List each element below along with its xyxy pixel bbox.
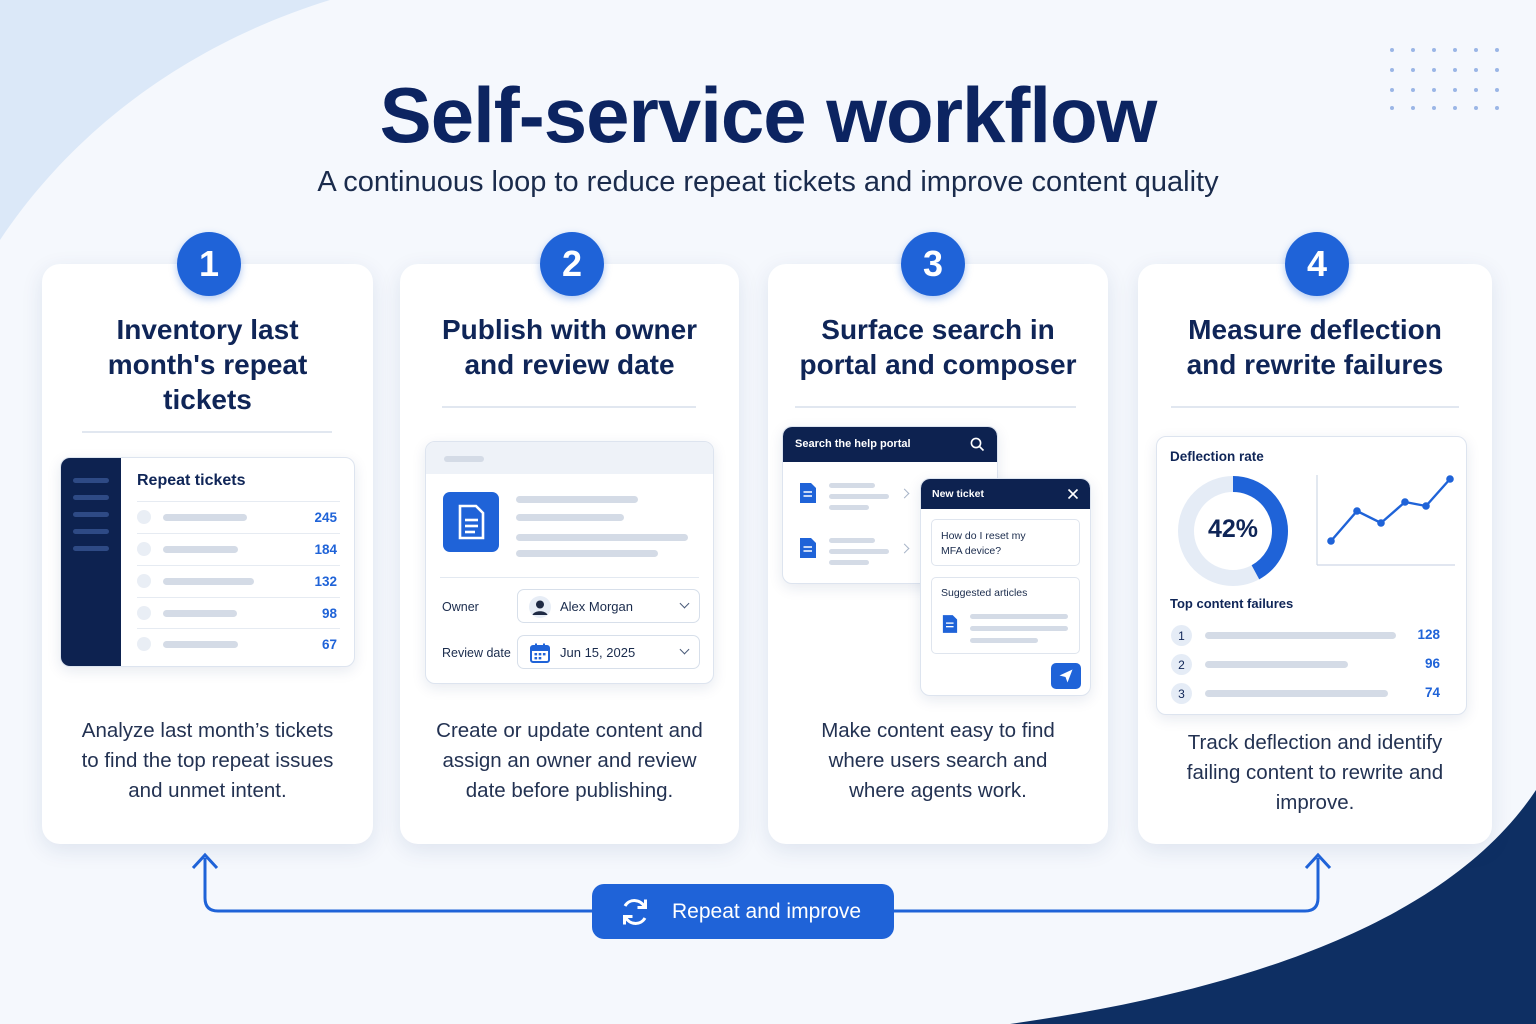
panel-sidebar	[61, 458, 121, 666]
deflection-rate-value: 42%	[1207, 515, 1259, 543]
review-date-label: Review date	[442, 646, 511, 660]
new-ticket-title: New ticket	[932, 488, 984, 500]
repeat-tickets-panel: Repeat tickets 245 184 132 98 67	[60, 457, 355, 667]
document-icon	[942, 615, 958, 633]
step-2-description: Create or update content and assign an o…	[436, 719, 703, 802]
owner-label: Owner	[442, 600, 479, 614]
step-1-divider	[82, 431, 332, 433]
ticket-count-1: 245	[314, 510, 337, 525]
repeat-and-improve-button[interactable]: Repeat and improve	[592, 884, 894, 939]
step-1-title: Inventory last month's repeat tickets	[107, 314, 308, 415]
ticket-question: How do I reset my MFA device?	[941, 530, 1026, 557]
step-1-description: Analyze last month’s tickets to find the…	[81, 719, 334, 802]
search-placeholder: Search the help portal	[795, 438, 911, 450]
step-3-title: Surface search in portal and composer	[799, 314, 1077, 380]
step-4-divider	[1171, 406, 1459, 408]
step-2-title: Publish with owner and review date	[441, 314, 698, 380]
chevron-down-icon	[679, 598, 690, 609]
step-2-divider	[442, 406, 696, 408]
page-subtitle: A continuous loop to reduce repeat ticke…	[317, 166, 1219, 198]
chevron-down-icon	[679, 644, 690, 655]
document-icon	[800, 483, 816, 503]
user-avatar-icon	[529, 596, 551, 618]
review-date-value: Jun 15, 2025	[560, 645, 636, 660]
chevron-right-icon	[899, 488, 910, 499]
suggested-articles-label: Suggested articles	[941, 587, 1028, 599]
ticket-count-2: 184	[314, 542, 337, 557]
suggested-articles-box: Suggested articles	[931, 577, 1080, 654]
send-button[interactable]	[1051, 663, 1081, 689]
failure-count-3: 74	[1424, 685, 1440, 700]
ticket-count-5: 67	[321, 637, 337, 652]
ticket-count-3: 132	[314, 574, 337, 589]
page-title: Self-service workflow	[379, 71, 1158, 159]
dot-grid-decoration	[1390, 48, 1499, 110]
publish-form-panel: Owner Alex Morgan Review date Jun 15, 20…	[425, 441, 714, 684]
review-date-select[interactable]: Jun 15, 2025	[517, 635, 700, 669]
document-icon	[800, 538, 816, 558]
deflection-donut-chart	[1178, 476, 1288, 586]
owner-select[interactable]: Alex Morgan	[517, 589, 700, 623]
ticket-question-field[interactable]: How do I reset my MFA device?	[931, 519, 1080, 566]
new-ticket-header: New ticket	[921, 479, 1090, 509]
new-ticket-composer: New ticket How do I reset my MFA device?…	[920, 478, 1091, 696]
step-2-badge: 2	[540, 232, 604, 296]
failure-rank-1: 1	[1171, 625, 1192, 646]
step-3-card: Surface search in portal and composer Se…	[768, 264, 1108, 844]
calendar-icon	[530, 643, 550, 663]
step-1-card: Inventory last month's repeat tickets Re…	[42, 264, 373, 844]
failure-rank-2: 2	[1171, 654, 1192, 675]
failure-count-2: 96	[1424, 656, 1440, 671]
deflection-rate-label: Deflection rate	[1170, 449, 1264, 464]
step-4-title: Measure deflection and rewrite failures	[1186, 314, 1444, 380]
step-4-badge: 4	[1285, 232, 1349, 296]
help-portal-search-bar[interactable]: Search the help portal	[783, 427, 997, 462]
top-content-failures-label: Top content failures	[1170, 596, 1294, 611]
close-icon[interactable]	[1067, 488, 1079, 500]
deflection-trend-line-chart	[1316, 475, 1455, 566]
ticket-count-4: 98	[321, 606, 337, 621]
step-3-badge: 3	[901, 232, 965, 296]
document-icon	[443, 492, 499, 552]
owner-value: Alex Morgan	[560, 599, 633, 614]
step-2-card: Publish with owner and review date Owner	[400, 264, 739, 844]
refresh-icon	[623, 899, 647, 925]
step-4-description: Track deflection and identify failing co…	[1186, 731, 1444, 814]
step-4-card: Measure deflection and rewrite failures …	[1138, 264, 1492, 844]
search-icon[interactable]	[970, 437, 985, 452]
deflection-dashboard-panel: Deflection rate 42% Top content failures…	[1156, 436, 1467, 715]
step-3-divider	[795, 406, 1076, 408]
chevron-right-icon	[899, 543, 910, 554]
step-1-badge: 1	[177, 232, 241, 296]
failure-count-1: 128	[1417, 627, 1440, 642]
send-icon	[1059, 669, 1073, 683]
repeat-tickets-title: Repeat tickets	[137, 472, 246, 489]
step-3-description: Make content easy to find where users se…	[821, 719, 1055, 802]
failure-rank-3: 3	[1171, 683, 1192, 704]
repeat-and-improve-label: Repeat and improve	[672, 899, 862, 923]
